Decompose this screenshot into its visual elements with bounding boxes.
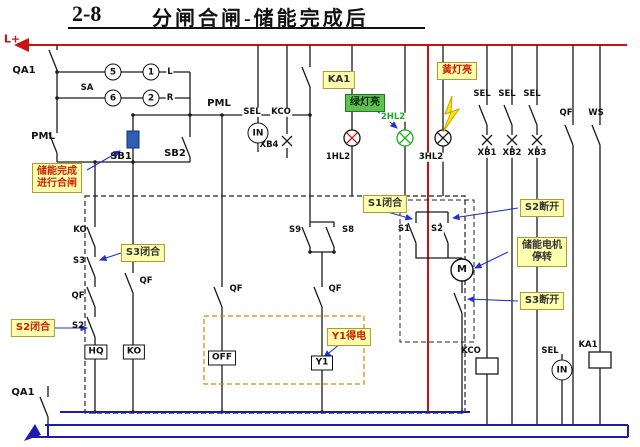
- label-qa1-top: QA1: [12, 65, 36, 76]
- label-qf-left-1: QF: [71, 290, 85, 301]
- label-sel-bottom: SEL: [541, 345, 559, 356]
- label-ka1-top: KA1: [322, 71, 356, 89]
- label-xb4: XB4: [258, 139, 280, 150]
- off-box: OFF: [208, 350, 236, 366]
- lamp-3hl2-icon: [434, 129, 452, 147]
- label-s8: S8: [341, 224, 355, 235]
- label-sb2: SB2: [164, 148, 186, 159]
- label-l-plus: L+: [3, 32, 21, 46]
- callout-store-line2: 进行合闸: [37, 178, 77, 189]
- highlight-flash-icon: [442, 95, 461, 133]
- label-xb2: XB2: [501, 147, 523, 158]
- label-s3: S3: [72, 255, 86, 266]
- label-xb3: XB3: [526, 147, 548, 158]
- lamp-2hl2-icon: [396, 129, 414, 147]
- label-s2-mid: S2: [429, 223, 445, 234]
- red-arrow-icon: [14, 38, 29, 52]
- page-title: 分闸合闸-储能完成后: [152, 8, 369, 30]
- blue-wires: [28, 411, 629, 438]
- selector-contact-1: 1: [142, 63, 160, 81]
- red-wires: [28, 44, 627, 411]
- label-s9: S9: [288, 224, 302, 235]
- label-sel-3: SEL: [523, 88, 541, 99]
- label-position-l: L: [166, 66, 174, 77]
- label-ko: KO: [73, 224, 87, 235]
- label-s1-mid: S1: [397, 223, 411, 234]
- label-sel-2: SEL: [498, 88, 516, 99]
- callout-s3-open: S3断开: [519, 292, 565, 310]
- callout-motor-line2: 停转: [532, 252, 552, 263]
- motor-label: M: [457, 264, 467, 275]
- label-sel-1: SEL: [473, 88, 491, 99]
- label-pml-left: PML: [31, 131, 55, 142]
- xb4-x-icon: [281, 135, 293, 147]
- label-qf-top: QF: [559, 107, 573, 118]
- label-kco-top: KCO: [270, 106, 292, 117]
- label-qf-left-2: QF: [139, 275, 153, 286]
- leader-arrows: [55, 109, 519, 358]
- selector-contact-5: 5: [104, 63, 122, 81]
- label-xb1: XB1: [476, 147, 498, 158]
- kco-coil: [475, 357, 499, 375]
- relay-in-top: IN: [247, 122, 269, 144]
- label-ws: WS: [588, 107, 604, 118]
- ka1-coil: [588, 351, 612, 369]
- callout-yellow-light: 黄灯亮: [437, 62, 477, 80]
- title-underline: [68, 27, 425, 29]
- callout-green-light: 绿灯亮: [345, 94, 385, 112]
- label-qa1-bottom: QA1: [11, 387, 35, 398]
- callout-s3-closed: S3闭合: [120, 244, 166, 262]
- label-sa: SA: [80, 82, 94, 93]
- ko-coil-box: KO: [122, 344, 146, 360]
- blue-arrow-icon: [24, 424, 41, 441]
- callout-s1-closed: S1闭合: [362, 195, 408, 213]
- page-title-number: 2-8: [72, 1, 102, 26]
- callout-s2-open: S2断开: [519, 199, 565, 217]
- label-1hl2: 1HL2: [324, 151, 352, 162]
- label-qf-mid-1: QF: [229, 283, 243, 294]
- xb2-x-icon: [506, 134, 518, 146]
- callout-motor-line1: 储能电机: [522, 240, 562, 251]
- lamp-1hl2-icon: [343, 129, 361, 147]
- selector-contact-2: 2: [142, 89, 160, 107]
- callout-s2-closed: S2闭合: [10, 319, 56, 337]
- selector-contact-6: 6: [104, 89, 122, 107]
- label-sel-top: SEL: [242, 106, 262, 117]
- xb1-x-icon: [481, 134, 493, 146]
- y1-coil-box: Y1: [311, 355, 333, 371]
- callout-motor-stop: 储能电机 停转: [517, 237, 567, 267]
- indicator-lamps: [343, 129, 452, 147]
- label-ka1-bottom: KA1: [578, 339, 598, 350]
- xb3-x-icon: [531, 134, 543, 146]
- label-kco-bottom: KCO: [461, 345, 481, 356]
- label-qf-mid-2: QF: [328, 283, 342, 294]
- hq-coil-box: HQ: [84, 344, 108, 360]
- relay-in-bottom: IN: [551, 359, 573, 381]
- label-sb1: SB1: [110, 151, 132, 162]
- motor-circle-icon: [450, 258, 474, 282]
- callout-store-complete: 储能完成 进行合闸: [32, 163, 82, 193]
- callout-y1-energized: Y1得电: [326, 328, 372, 346]
- sb1-button-icon: [126, 130, 140, 149]
- label-pml-top: PML: [207, 98, 231, 109]
- callout-store-line1: 储能完成: [37, 166, 77, 177]
- label-3hl2: 3HL2: [417, 151, 445, 162]
- label-2hl2: 2HL2: [379, 111, 407, 122]
- dashed-boxes: [84, 195, 475, 414]
- label-s2-left: S2: [71, 320, 85, 331]
- label-position-r: R: [165, 92, 175, 103]
